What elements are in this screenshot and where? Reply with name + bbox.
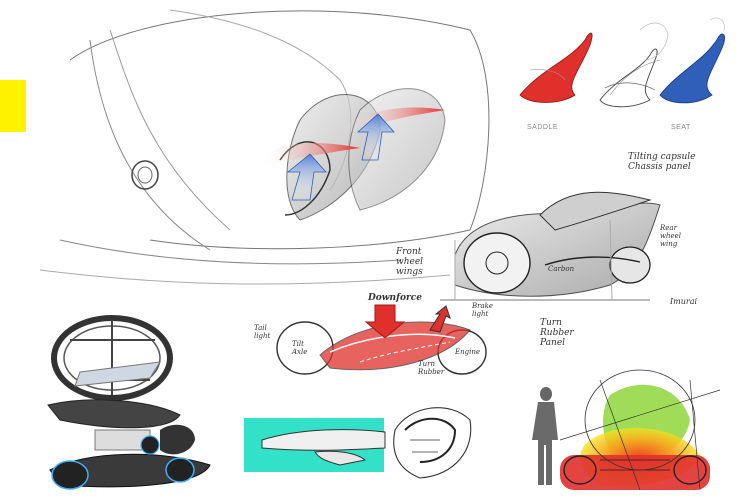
designer-signature: Imurai [670,297,698,306]
annotation-turn-rubber-panel: Turn Rubber Panel [540,318,574,348]
vehicle-side-view [440,191,661,301]
annotation-rear-wheel-wing: Rear wheel wing [660,224,682,248]
seat-label: SEAT [671,124,691,131]
annotation-tilt-axle: Tilt Axle [292,340,308,356]
exploded-parts-view [47,315,211,490]
annotation-turn-rubber: Turn Rubber [418,360,445,376]
annotation-tail-light: Tail light [254,324,271,340]
annotation-engine: Engine [455,348,480,356]
ergonomic-heat-study [532,369,721,491]
seat-variations [519,17,725,108]
annotation-brake-light: Brake light [472,302,494,318]
yellow-tab [0,80,26,132]
component-sketch-cyan [244,407,472,479]
downforce-diagram [276,304,487,375]
annotation-downforce: Downforce [368,293,422,303]
annotation-tilting-canopy: Tilting capsule Chassis panel [628,152,696,172]
cockpit-interior-sketch [39,9,490,285]
saddle-label: SADDLE [527,124,559,131]
annotation-front-wheel-wings: Front wheel wings [396,247,424,277]
annotation-body-badge: Carbon [548,265,575,273]
